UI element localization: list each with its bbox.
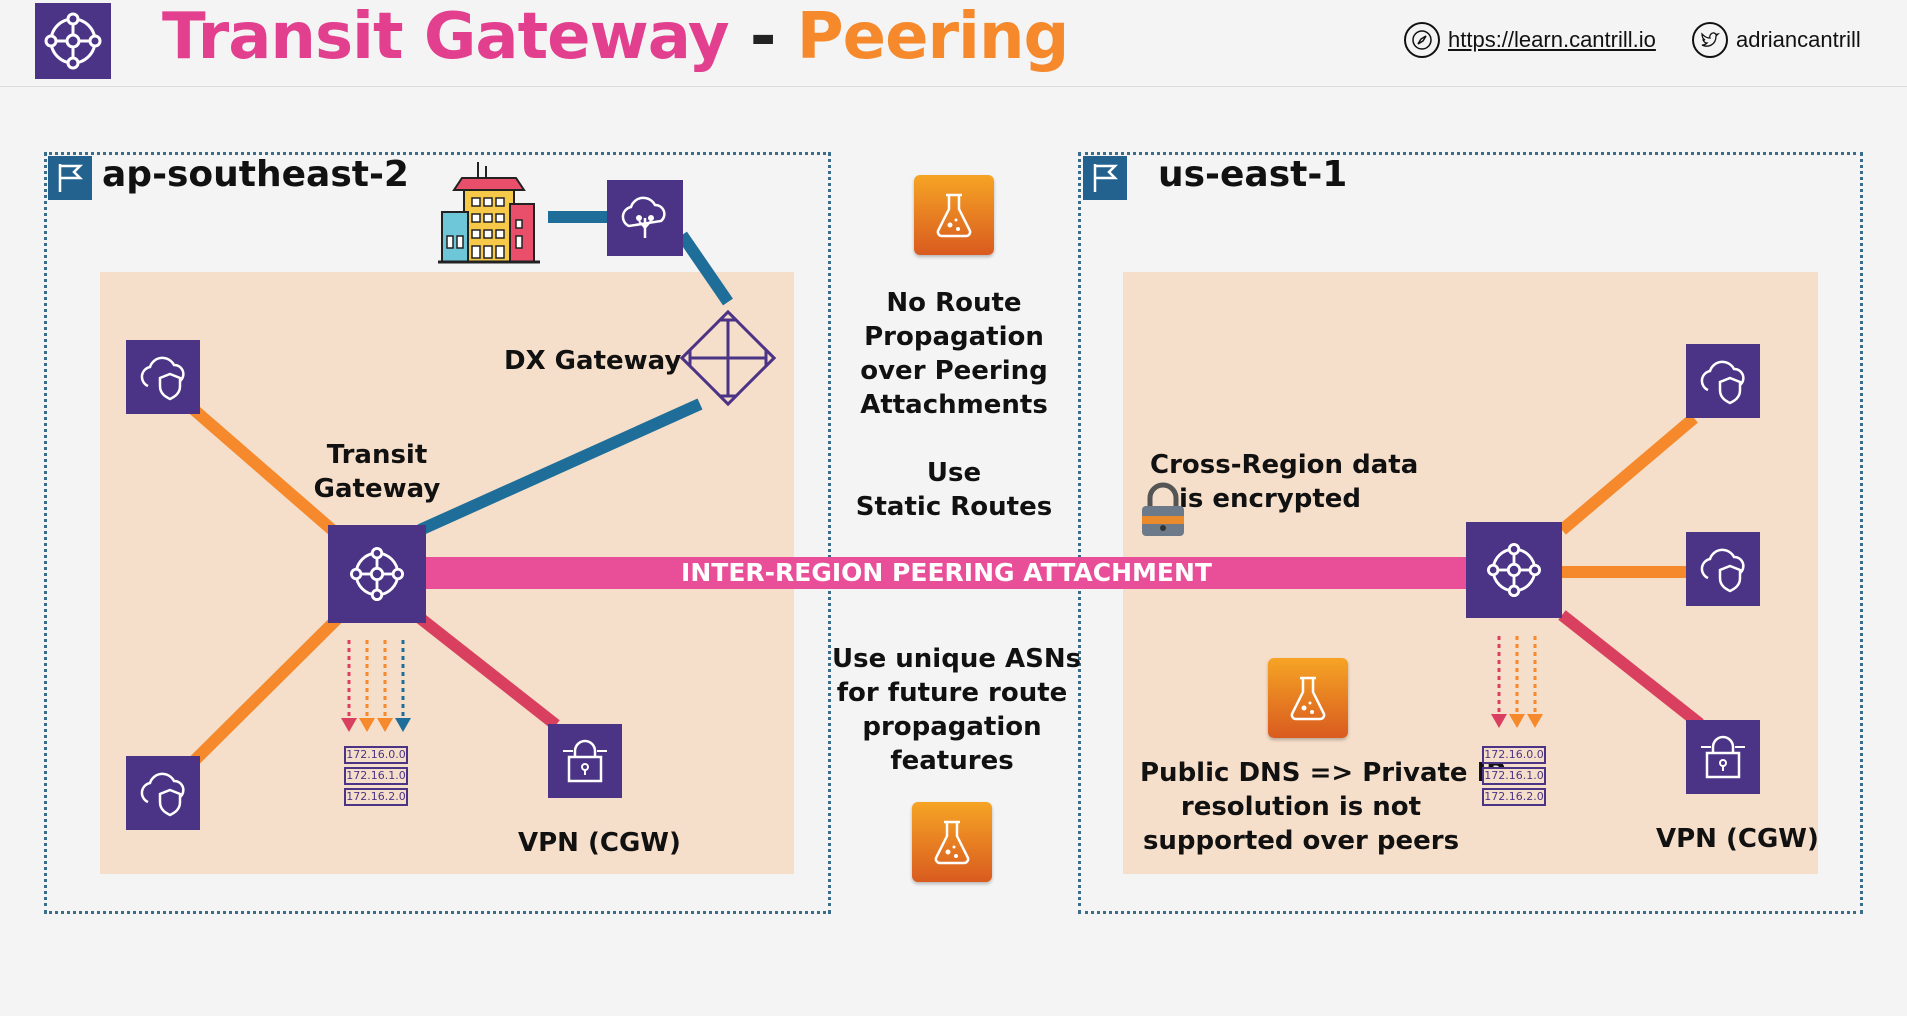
tgw-label-line1: Transit — [326, 440, 428, 470]
dns-resolution-note: Public DNS => Private IP resolution is n… — [1140, 756, 1506, 858]
region-us-east-1 — [1078, 152, 1863, 914]
note-line: Use unique ASNs — [832, 644, 1082, 674]
note-line: Cross-Region data — [1150, 450, 1419, 480]
route-table: 172.16.0.0 172.16.1.0 172.16.2.0 — [344, 746, 408, 810]
flask-icon — [914, 175, 994, 255]
vpn-label-right: VPN (CGW) — [1656, 824, 1819, 854]
vpc-shield-icon — [1686, 344, 1760, 418]
note-line: Use — [926, 458, 982, 488]
note-line: No Route — [886, 288, 1022, 318]
vpn-gateway-icon — [1686, 720, 1760, 794]
transit-gateway-logo — [35, 3, 111, 79]
no-route-propagation-note: No Route Propagation over Peering Attach… — [854, 286, 1054, 422]
padlock-icon — [1138, 480, 1188, 538]
page-title: Transit Gateway - Peering — [162, 0, 1070, 74]
tgw-label-line2: Gateway — [313, 474, 441, 504]
route-table: 172.16.0.0 172.16.1.0 172.16.2.0 — [1482, 746, 1546, 810]
route-entry: 172.16.1.0 — [344, 767, 408, 785]
note-line: Attachments — [860, 390, 1048, 420]
region-ap-southeast-2 — [44, 152, 831, 914]
peering-attachment-band — [425, 557, 1468, 589]
title-separator: - — [749, 0, 777, 74]
note-line: over Peering — [860, 356, 1048, 386]
vpn-label-left: VPN (CGW) — [518, 828, 681, 858]
note-line: propagation — [862, 712, 1042, 742]
note-line: supported over peers — [1142, 826, 1460, 856]
dx-gateway-icon — [678, 308, 778, 408]
site-link-group[interactable]: https://learn.cantrill.io — [1404, 22, 1656, 58]
note-line: resolution is not — [1180, 792, 1422, 822]
note-line: Propagation — [864, 322, 1044, 352]
peering-attachment-label: INTER-REGION PEERING ATTACHMENT — [681, 558, 1212, 587]
twitter-handle: adriancantrill — [1736, 27, 1861, 52]
note-line: Public DNS => Private IP — [1140, 758, 1506, 788]
header-bar: Transit Gateway - Peering https://learn.… — [0, 0, 1907, 87]
flask-icon — [912, 802, 992, 882]
flag-icon — [1083, 156, 1127, 200]
direct-connect-location-icon — [607, 180, 683, 256]
title-part2: Peering — [796, 0, 1070, 74]
transit-gateway-icon — [44, 12, 102, 70]
route-entry: 172.16.1.0 — [1482, 767, 1546, 785]
flask-icon — [1268, 658, 1348, 738]
note-line: is encrypted — [1178, 484, 1362, 514]
site-link[interactable]: https://learn.cantrill.io — [1448, 27, 1656, 52]
vpc-shield-icon — [1686, 532, 1760, 606]
vpn-gateway-icon — [548, 724, 622, 798]
twitter-link-group[interactable]: adriancantrill — [1692, 22, 1861, 58]
encryption-note: Cross-Region data is encrypted — [1150, 448, 1419, 516]
flag-icon — [48, 156, 92, 200]
transit-gateway-icon — [328, 525, 426, 623]
route-entry: 172.16.0.0 — [344, 746, 408, 764]
note-line: Static Routes — [855, 492, 1053, 522]
note-line: for future route — [836, 678, 1068, 708]
vpc-shield-icon — [126, 756, 200, 830]
transit-gateway-label: Transit Gateway — [310, 438, 444, 506]
transit-gateway-icon — [1466, 522, 1562, 618]
route-entry: 172.16.2.0 — [1482, 788, 1546, 806]
corporate-building-icon — [438, 160, 540, 266]
unique-asn-note: Use unique ASNs for future route propaga… — [832, 642, 1082, 778]
static-routes-note: Use Static Routes — [854, 456, 1054, 524]
route-entry: 172.16.0.0 — [1482, 746, 1546, 764]
dx-gateway-label: DX Gateway — [504, 346, 682, 376]
title-part1: Transit Gateway — [162, 0, 730, 74]
route-entry: 172.16.2.0 — [344, 788, 408, 806]
compass-icon — [1404, 22, 1440, 58]
region-label-left: ap-southeast-2 — [102, 154, 409, 195]
vpc-shield-icon — [126, 340, 200, 414]
region-label-right: us-east-1 — [1158, 154, 1348, 195]
note-line: features — [890, 746, 1014, 776]
twitter-icon — [1692, 22, 1728, 58]
